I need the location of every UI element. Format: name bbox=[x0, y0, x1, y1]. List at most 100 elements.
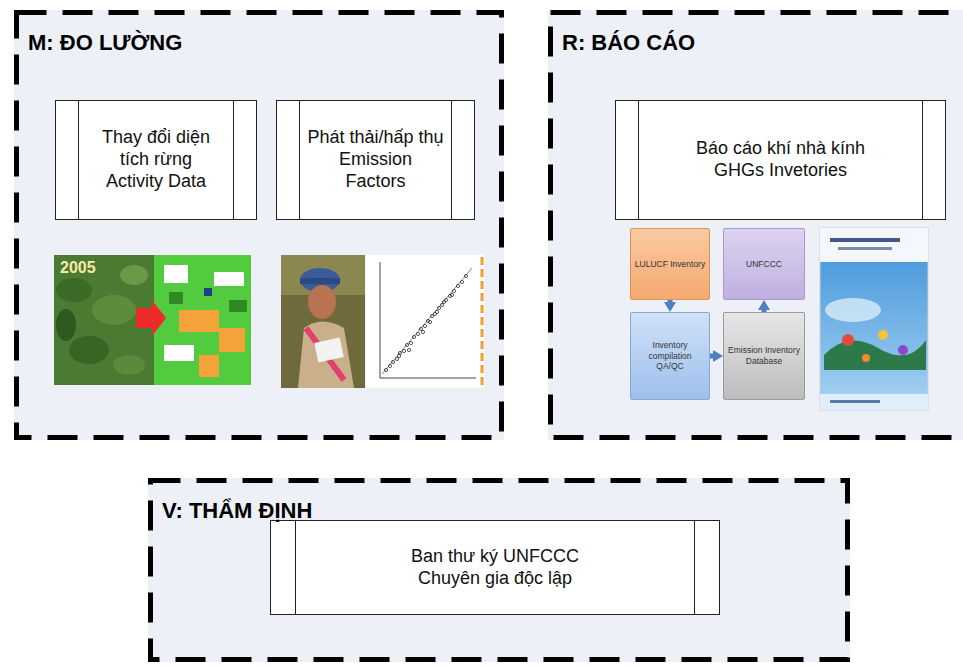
scatter-plot-part-part bbox=[397, 354, 400, 357]
box-text: Activity Data bbox=[106, 171, 206, 193]
field-photo-part bbox=[314, 338, 344, 363]
box-text: Phát thải/hấp thụ bbox=[307, 127, 443, 149]
box-text: Ban thư ký UNFCCC bbox=[411, 546, 579, 568]
satellite-image-part bbox=[204, 288, 212, 296]
scatter-plot-part-part bbox=[416, 332, 419, 335]
box-text: Emission Factors bbox=[307, 149, 444, 193]
process-side-line bbox=[694, 521, 695, 614]
scatter-plot-part-part bbox=[433, 312, 436, 315]
satellite-image-part bbox=[169, 292, 183, 304]
scatter-plot-part-part bbox=[405, 343, 408, 346]
scatter-plot-part-part bbox=[456, 284, 459, 287]
satellite-image-part bbox=[69, 336, 109, 364]
flow-box: LULUCF Inventory bbox=[630, 228, 710, 300]
field-photo-part bbox=[308, 285, 336, 319]
dashed-border bbox=[17, 13, 502, 438]
field-photo-part bbox=[306, 328, 344, 380]
report-cover-part bbox=[820, 228, 928, 410]
scatter-plot-part-part bbox=[409, 341, 412, 344]
field-photo-part bbox=[281, 255, 365, 388]
flow-text: UNFCCC bbox=[746, 259, 782, 270]
measurement-panel: M: ĐO LƯỜNG Thay đổi diện tích rừngActivi… bbox=[14, 10, 504, 440]
flow-text: Inventory compilation QA/QC bbox=[634, 340, 706, 372]
scatter-plot-part-part bbox=[398, 351, 401, 354]
measurement-illustration bbox=[14, 10, 504, 440]
box-text: Báo cáo khí nhà kính bbox=[696, 138, 865, 160]
process-side-line bbox=[638, 101, 639, 219]
scatter-plot-part-part bbox=[460, 280, 463, 283]
process-side-line bbox=[299, 101, 300, 219]
scatter-plot bbox=[366, 255, 484, 388]
image-year-label: 2005 bbox=[60, 259, 96, 277]
satellite-image-part bbox=[164, 345, 194, 361]
process-side-line bbox=[295, 521, 296, 614]
box-text: GHGs Invetories bbox=[714, 160, 847, 182]
process-side-line bbox=[922, 101, 923, 219]
report-cover-part bbox=[862, 354, 870, 362]
scatter-plot-part bbox=[380, 262, 381, 378]
panel-heading: R: BÁO CÁO bbox=[562, 30, 963, 56]
scatter-plot-part-part bbox=[448, 294, 451, 297]
scatter-plot-part-part bbox=[437, 306, 440, 309]
scatter-plot-part-part bbox=[440, 303, 443, 306]
process-side-line bbox=[233, 101, 234, 219]
report-cover bbox=[820, 228, 928, 410]
field-photo-part bbox=[298, 322, 354, 389]
scatter-plot-part bbox=[366, 255, 484, 388]
process-side-line bbox=[451, 101, 452, 219]
satellite-image-part bbox=[214, 272, 244, 286]
field-photo-part bbox=[300, 278, 340, 284]
field-photo bbox=[281, 255, 365, 388]
flow-box: Emission Inventory Database bbox=[723, 312, 805, 400]
dashed-border bbox=[151, 481, 848, 660]
satellite-image-part bbox=[54, 255, 154, 385]
satellite-image-part bbox=[56, 309, 76, 341]
satellite-image-part bbox=[164, 265, 188, 283]
satellite-image-part bbox=[56, 278, 92, 302]
flow-arrow bbox=[668, 300, 673, 304]
report-cover-part bbox=[878, 330, 888, 340]
satellite-image-part bbox=[120, 265, 148, 285]
satellite-image-part bbox=[92, 295, 136, 325]
field-photo-part bbox=[300, 268, 340, 292]
satellite-image-part bbox=[199, 355, 219, 377]
scatter-plot-part bbox=[380, 378, 476, 379]
scatter-plot-part-part bbox=[428, 320, 431, 323]
report-cover-part bbox=[838, 247, 892, 250]
scatter-plot-part bbox=[384, 274, 467, 371]
process-box: Thay đổi diện tích rừngActivity Data bbox=[55, 100, 257, 220]
satellite-image-part bbox=[136, 300, 166, 336]
reporting-panel: R: BÁO CÁO Báo cáo khí nhà kínhGHGs Invet… bbox=[548, 10, 963, 440]
panel-heading: M: ĐO LƯỜNG bbox=[28, 30, 490, 56]
scatter-plot-part-part bbox=[421, 330, 424, 333]
flow-arrow bbox=[762, 308, 767, 312]
scatter-plot-part bbox=[382, 268, 472, 374]
scatter-plot-part bbox=[481, 257, 484, 386]
scatter-plot-part-part bbox=[426, 319, 429, 322]
scatter-plot-part-part bbox=[450, 293, 453, 296]
box-text: Chuyên gia độc lập bbox=[418, 568, 572, 590]
process-box: Phát thải/hấp thụEmission Factors bbox=[276, 100, 475, 220]
scatter-plot-part-part bbox=[412, 335, 415, 338]
scatter-plot-part-part bbox=[435, 310, 438, 313]
flow-box: Inventory compilation QA/QC bbox=[630, 312, 710, 400]
process-box: Báo cáo khí nhà kínhGHGs Invetories bbox=[615, 100, 946, 220]
scatter-plot-part-part bbox=[388, 364, 391, 367]
satellite-image bbox=[54, 255, 251, 385]
scatter-plot-part-part bbox=[452, 289, 455, 292]
report-cover-part bbox=[820, 228, 928, 262]
flow-box: UNFCCC bbox=[723, 228, 805, 300]
scatter-plot-part-part bbox=[395, 357, 398, 360]
flow-text: Emission Inventory Database bbox=[727, 345, 801, 366]
satellite-image-part bbox=[113, 355, 145, 375]
satellite-image-part bbox=[154, 255, 251, 385]
report-cover-part bbox=[820, 394, 928, 410]
process-side-line bbox=[78, 101, 79, 219]
scatter-plot-part-part bbox=[430, 314, 433, 317]
report-cover-part bbox=[825, 298, 881, 322]
scatter-plot-part-part bbox=[407, 348, 410, 351]
field-photo-part bbox=[281, 255, 365, 295]
scatter-plot-part-part bbox=[442, 300, 445, 303]
